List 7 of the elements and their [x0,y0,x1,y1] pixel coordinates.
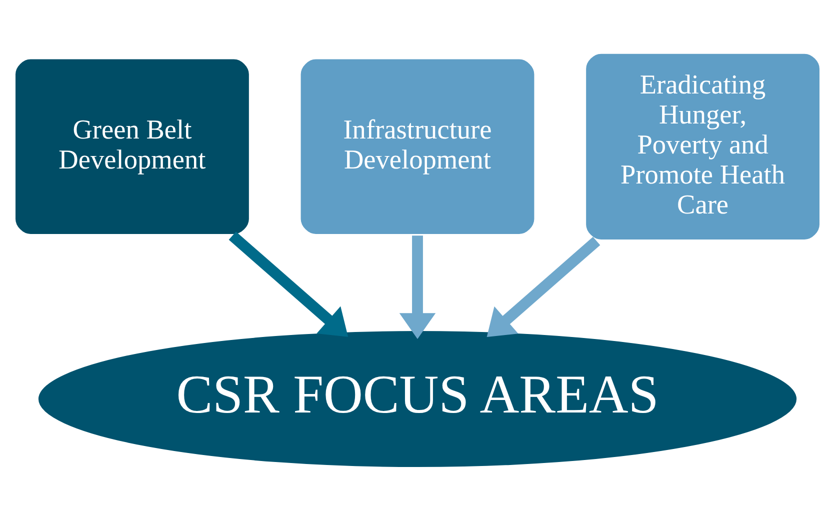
node-box: Infrastructure Development [298,56,537,237]
node-box: Eradicating Hunger, Poverty and Promote Heath Care [583,51,822,242]
arrow [486,236,600,338]
node-ellipse: CSR FOCUS AREAS [36,328,800,470]
node-box: Green Belt Development [12,56,252,237]
arrow [399,236,436,339]
arrow [228,232,348,337]
